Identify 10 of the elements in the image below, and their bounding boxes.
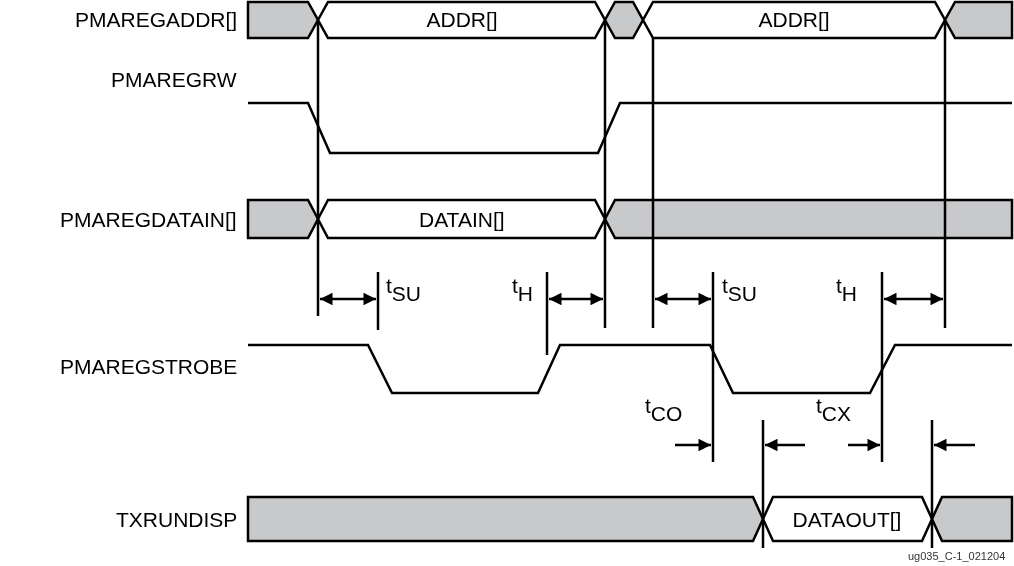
signal-name: PMAREGADDR[] — [75, 8, 238, 32]
bus-value: DATAOUT[] — [792, 508, 902, 532]
signal-name: PMAREGSTROBE — [60, 355, 238, 379]
figure-id: ug035_C-1_021204 — [908, 550, 1006, 563]
bus-value: ADDR[] — [426, 8, 498, 32]
bus-value: ADDR[] — [758, 8, 830, 32]
bus-value: DATAIN[] — [419, 208, 505, 232]
signal-name: PMAREGDATAIN[] — [60, 208, 237, 232]
signal-name: TXRUNDISP — [116, 508, 238, 532]
signal-name: PMAREGRW — [111, 68, 237, 92]
